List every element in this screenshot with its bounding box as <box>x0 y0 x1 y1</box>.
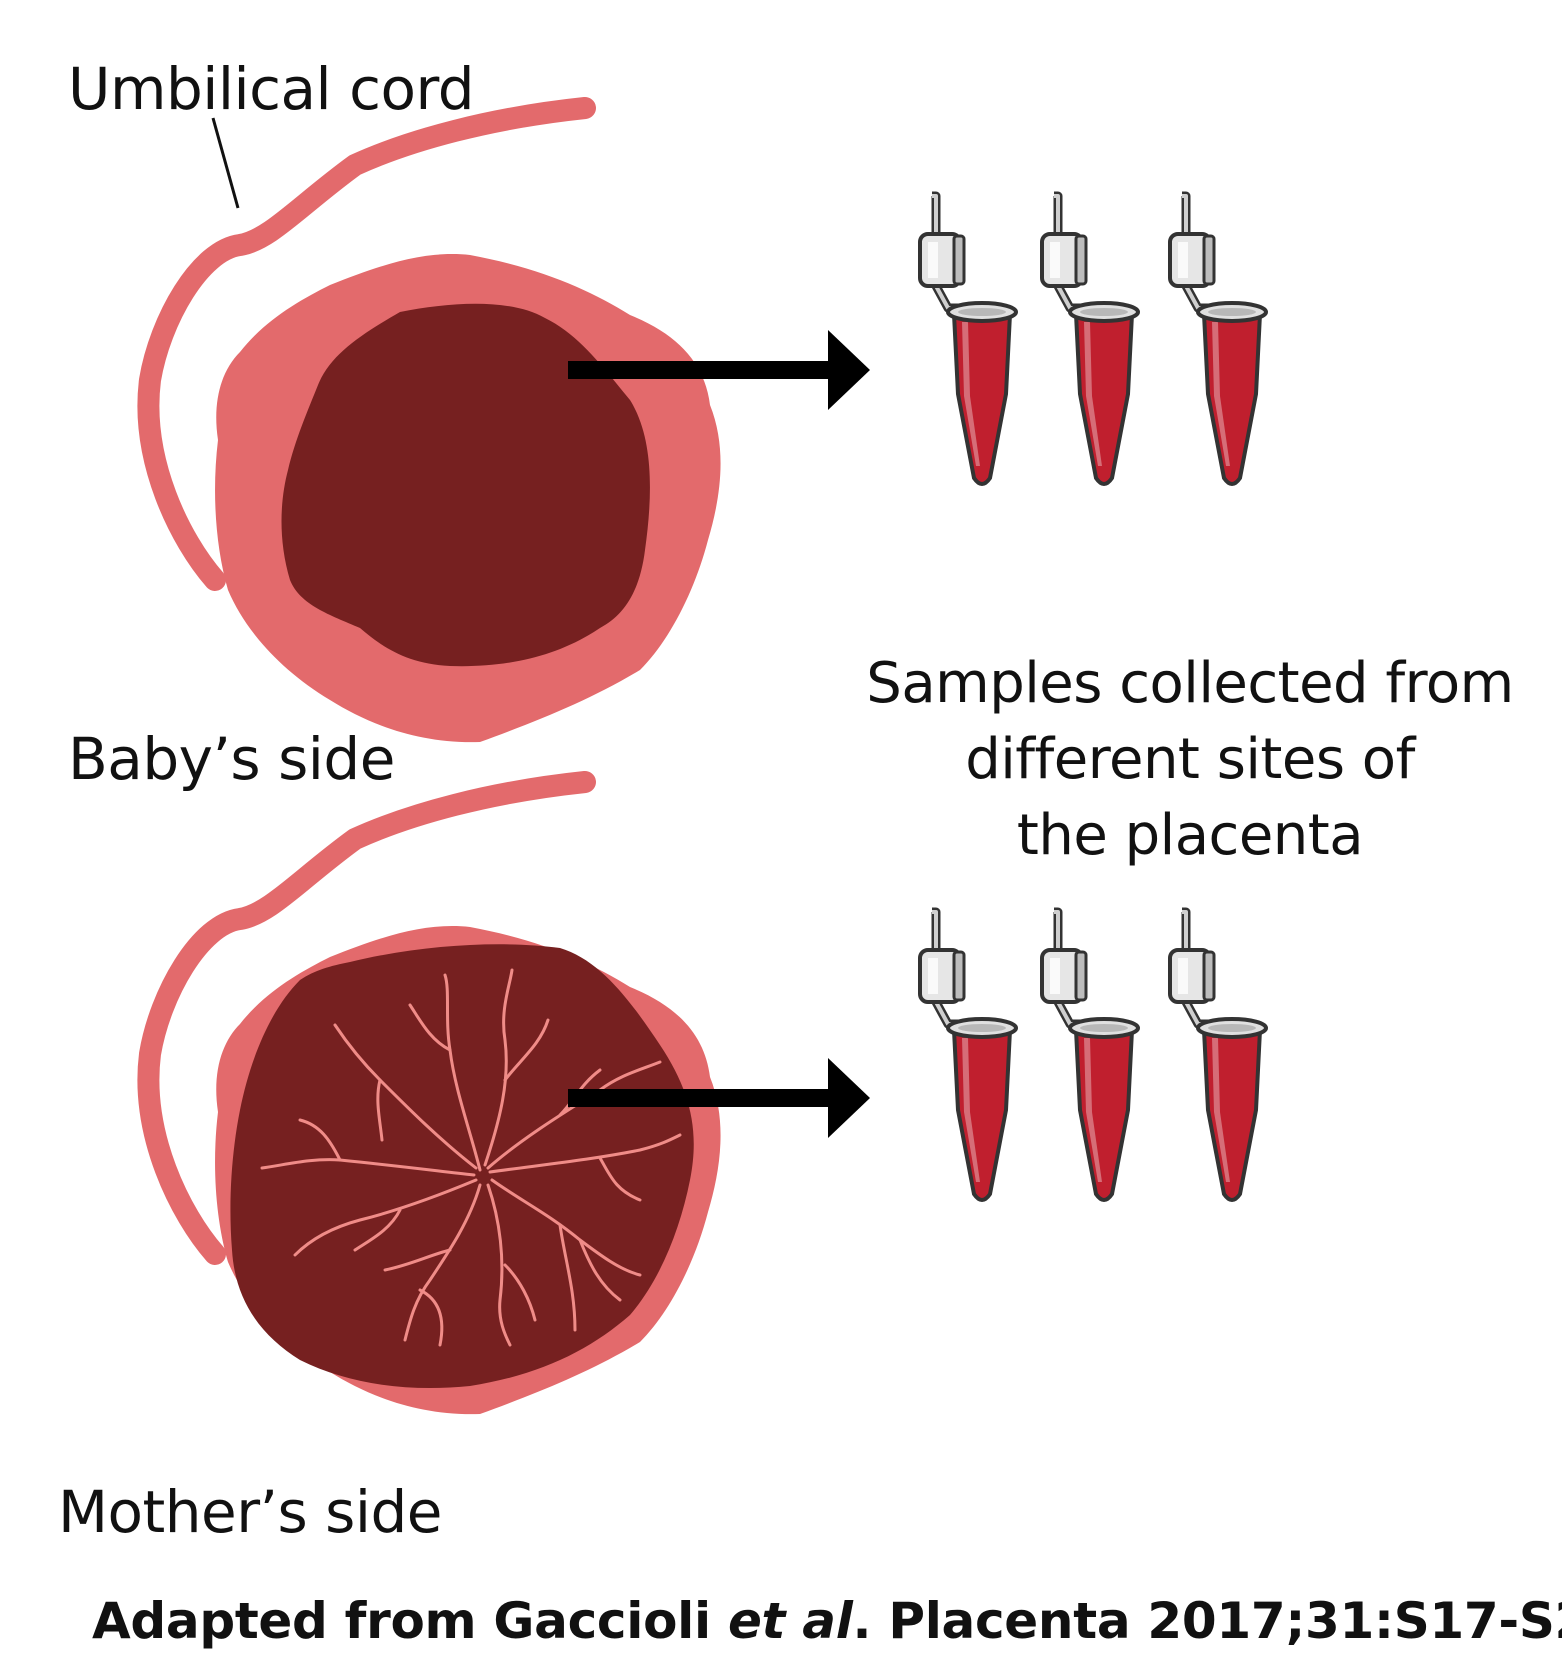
sample-tube-3 <box>1170 196 1266 484</box>
baby-side-placenta-inner <box>282 304 650 666</box>
sample-tube-5 <box>1042 912 1138 1200</box>
citation-italic: et al <box>728 1592 853 1650</box>
citation-prefix: Adapted from Gaccioli <box>92 1592 728 1650</box>
umbilical-cord-leader-line <box>213 118 238 208</box>
samples-caption-line-1: Samples collected from <box>850 646 1530 722</box>
baby-side-tubes <box>920 196 1266 484</box>
sample-tube-2 <box>1042 196 1138 484</box>
citation: Adapted from Gaccioli et al. Placenta 20… <box>92 1592 1562 1650</box>
samples-caption-line-3: the placenta <box>850 798 1530 874</box>
sample-tube-4 <box>920 912 1016 1200</box>
samples-caption: Samples collected from different sites o… <box>850 646 1530 874</box>
samples-caption-line-2: different sites of <box>850 722 1530 798</box>
mother-side-label: Mother’s side <box>58 1483 442 1541</box>
mother-side-tubes <box>920 912 1266 1200</box>
sample-tube-6 <box>1170 912 1266 1200</box>
citation-suffix: . Placenta 2017;31:S17-S25 <box>853 1592 1562 1650</box>
sample-tube-1 <box>920 196 1016 484</box>
umbilical-cord-label: Umbilical cord <box>68 60 474 118</box>
baby-side-label: Baby’s side <box>68 730 395 788</box>
